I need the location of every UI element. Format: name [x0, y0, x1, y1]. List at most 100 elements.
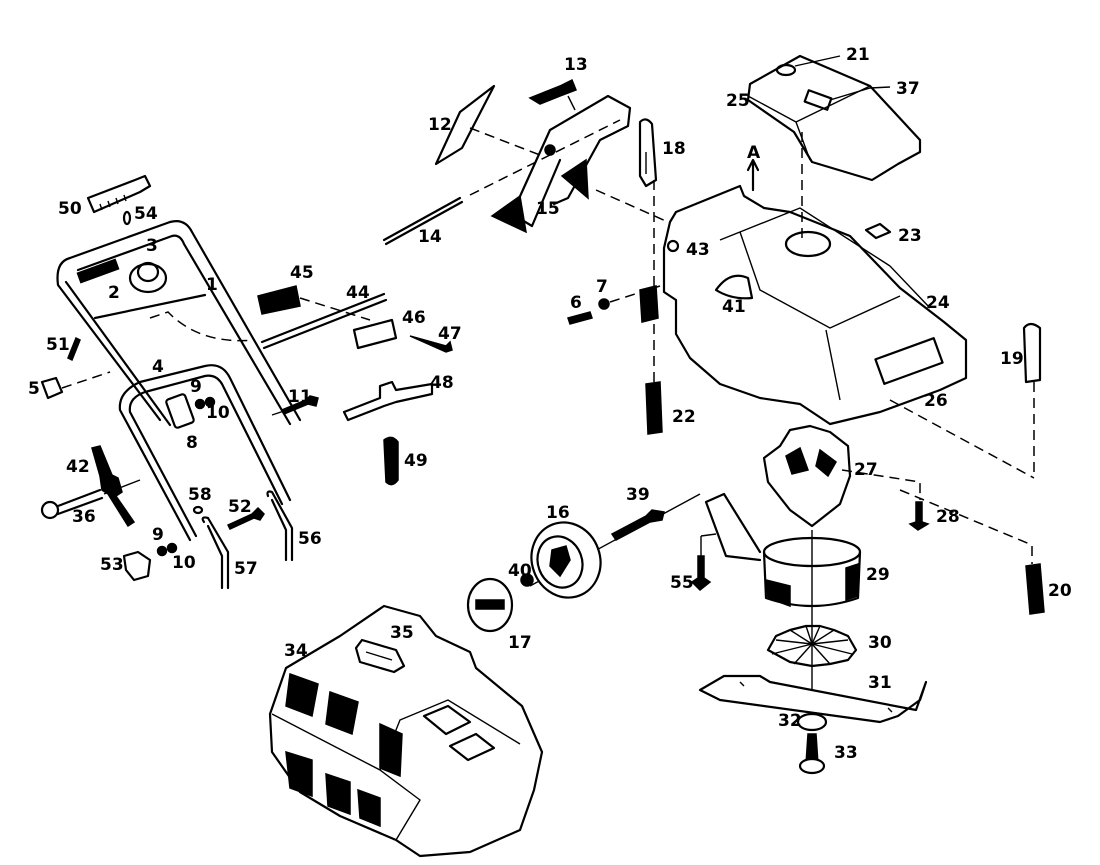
part-39-axle-bolt — [610, 509, 665, 541]
part-6-screw — [567, 311, 593, 325]
part-7-washer — [598, 298, 610, 310]
part-label-14: 14 — [418, 227, 442, 247]
part-label-53: 53 — [100, 555, 124, 575]
leader-6-7 — [609, 285, 661, 303]
part-24-deck-ridge — [719, 207, 931, 401]
part-10-nut-lower — [166, 542, 178, 554]
part-label-10b: 10 — [172, 553, 196, 573]
part-label-50: 50 — [58, 199, 82, 219]
part-32-washer — [796, 712, 828, 732]
leader-14-axis — [469, 119, 621, 196]
part-2-switch-lever — [76, 258, 120, 284]
part-41-cutout — [714, 274, 754, 300]
part-1-handle-crossbar — [93, 293, 207, 320]
part-label-10a: 10 — [206, 403, 230, 423]
part-33-bolt-head — [798, 757, 826, 775]
part-5-knob — [40, 376, 64, 400]
part-label-48: 48 — [430, 373, 454, 393]
part-label-4: 4 — [152, 357, 164, 377]
part-label-57: 57 — [234, 559, 258, 579]
leader-21 — [794, 55, 841, 67]
part-47-screw — [409, 335, 453, 353]
part-label-26: 26 — [924, 391, 948, 411]
part-57-spacer — [201, 516, 230, 590]
part-1-upper-handle — [56, 220, 302, 427]
part-48-linkage — [342, 380, 434, 422]
part-label-34: 34 — [284, 641, 308, 661]
part-label-32: 32 — [778, 711, 802, 731]
part-label-27: 27 — [854, 460, 878, 480]
part-label-44: 44 — [346, 283, 370, 303]
part-label-11: 11 — [288, 387, 312, 407]
part-34-grass-box — [268, 604, 544, 858]
part-36-bolt-head — [40, 500, 60, 520]
part-label-5: 5 — [28, 379, 40, 399]
cable-path-dashed — [149, 311, 256, 342]
part-42-bracket — [91, 445, 136, 528]
part-label-7: 7 — [596, 277, 608, 297]
part-50-cable-relief — [86, 174, 152, 214]
part-label-37: 37 — [896, 79, 920, 99]
part-label-31: 31 — [868, 673, 892, 693]
part-label-16: 16 — [546, 503, 570, 523]
part-46-cable-clip — [352, 318, 398, 350]
part-label-24: 24 — [926, 293, 950, 313]
part-58-washer — [192, 505, 204, 515]
part-12-label-plate — [434, 84, 496, 166]
part-15-pivot — [544, 144, 556, 156]
leader-45-46 — [299, 297, 371, 321]
part-55-screw — [690, 555, 712, 592]
part-34-vent-6 — [357, 788, 381, 828]
part-52-bolt — [226, 506, 265, 530]
part-22-upper-adjuster — [639, 285, 659, 323]
part-9-washer-upper — [194, 398, 206, 410]
part-34-vent-4 — [285, 750, 313, 798]
part-9-washer-lower — [156, 545, 168, 557]
part-label-42: 42 — [66, 457, 90, 477]
part-label-9b: 9 — [152, 525, 164, 545]
part-34-vent-1 — [285, 672, 319, 718]
part-10-nut-upper — [204, 396, 216, 408]
part-30-fan-blades — [771, 625, 853, 665]
grass-box-assembly — [268, 604, 544, 858]
part-label-58: 58 — [188, 485, 212, 505]
part-label-41: 41 — [722, 297, 746, 317]
part-34-rear-panel — [422, 704, 496, 762]
part-label-25: 25 — [726, 91, 750, 111]
part-label-35: 35 — [390, 623, 414, 643]
leader-15-housing — [595, 189, 669, 223]
part-28-screw — [908, 501, 930, 531]
part-label-28: 28 — [936, 507, 960, 527]
leader-12 — [469, 127, 541, 156]
part-16-wheel-spokes — [549, 545, 571, 578]
leader-13 — [567, 95, 576, 111]
part-label-47: 47 — [438, 324, 462, 344]
part-label-30: 30 — [868, 633, 892, 653]
part-label-46: 46 — [402, 308, 426, 328]
part-label-23: 23 — [898, 226, 922, 246]
part-label-1: 1 — [206, 275, 218, 295]
part-label-43: 43 — [686, 240, 710, 260]
part-15-flap — [510, 94, 632, 228]
part-label-29: 29 — [866, 565, 890, 585]
part-20-front-wheel-adjuster — [1025, 563, 1045, 615]
rear-flap-assembly — [382, 78, 669, 408]
leader-36 — [103, 479, 141, 495]
part-11-bolt — [280, 395, 319, 415]
part-label-40: 40 — [508, 561, 532, 581]
leader-11 — [271, 410, 285, 416]
part-23-label — [864, 222, 892, 240]
part-label-18: 18 — [662, 139, 686, 159]
part-19-hinge-bracket — [1022, 322, 1042, 384]
part-53-cap — [122, 550, 152, 582]
part-54-plug — [122, 210, 132, 226]
part-35-handle-slot — [365, 651, 393, 661]
part-45-cable-clip — [257, 285, 301, 315]
wheel-assembly — [466, 493, 701, 633]
part-label-55: 55 — [670, 573, 694, 593]
part-15-flap-triangle-left — [490, 194, 527, 234]
cable-and-linkage — [257, 285, 453, 486]
part-label-52: 52 — [228, 497, 252, 517]
